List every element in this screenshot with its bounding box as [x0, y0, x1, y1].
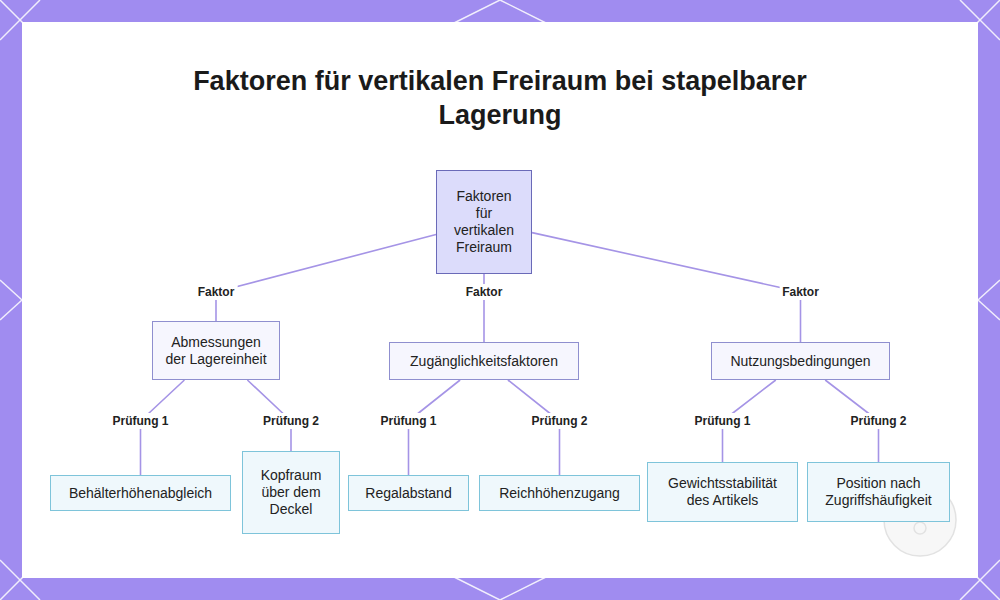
- node-text: Behälterhöhenabgleich: [69, 485, 212, 502]
- check-box: Position nach Zugriffshäufigkeit: [807, 462, 950, 522]
- root-box: Faktoren für vertikalen Freiraum: [436, 170, 532, 274]
- check-box: Kopfraum über dem Deckel: [242, 451, 340, 534]
- node-text: Position nach Zugriffshäufigkeit: [816, 475, 941, 509]
- check-box: Behälterhöhenabgleich: [50, 475, 231, 511]
- node-text: Faktoren für vertikalen Freiraum: [447, 188, 521, 256]
- edge-label: Faktor: [463, 284, 506, 300]
- edge-label: Prüfung 2: [529, 413, 591, 429]
- node-text: Nutzungsbedingungen: [730, 353, 870, 370]
- edge-label: Prüfung 1: [110, 413, 172, 429]
- node-text: Abmessungen der Lagereinheit: [163, 334, 269, 368]
- connector-line: [532, 233, 801, 342]
- connector-line: [216, 235, 436, 321]
- check-box: Gewichtsstabilität des Artikels: [647, 462, 798, 522]
- diagram-title: Faktoren für vertikalen Freiraum bei sta…: [150, 64, 850, 132]
- node-text: Kopfraum über dem Deckel: [251, 467, 331, 518]
- check-box: Regalabstand: [348, 475, 469, 511]
- edge-label: Faktor: [195, 284, 238, 300]
- check-box: Reichhöhenzugang: [479, 475, 640, 511]
- edge-label: Prüfung 1: [378, 413, 440, 429]
- edge-label: Prüfung 2: [260, 413, 322, 429]
- edge-label: Prüfung 1: [692, 413, 754, 429]
- node-text: Regalabstand: [365, 485, 451, 502]
- edge-label: Faktor: [779, 284, 822, 300]
- node-text: Zugänglichkeitsfaktoren: [410, 353, 558, 370]
- factor-box: Zugänglichkeitsfaktoren: [389, 342, 579, 380]
- edge-label: Prüfung 2: [848, 413, 910, 429]
- node-text: Reichhöhenzugang: [499, 485, 620, 502]
- node-text: Gewichtsstabilität des Artikels: [656, 475, 789, 509]
- factor-box: Abmessungen der Lagereinheit: [152, 321, 280, 380]
- factor-box: Nutzungsbedingungen: [711, 342, 890, 380]
